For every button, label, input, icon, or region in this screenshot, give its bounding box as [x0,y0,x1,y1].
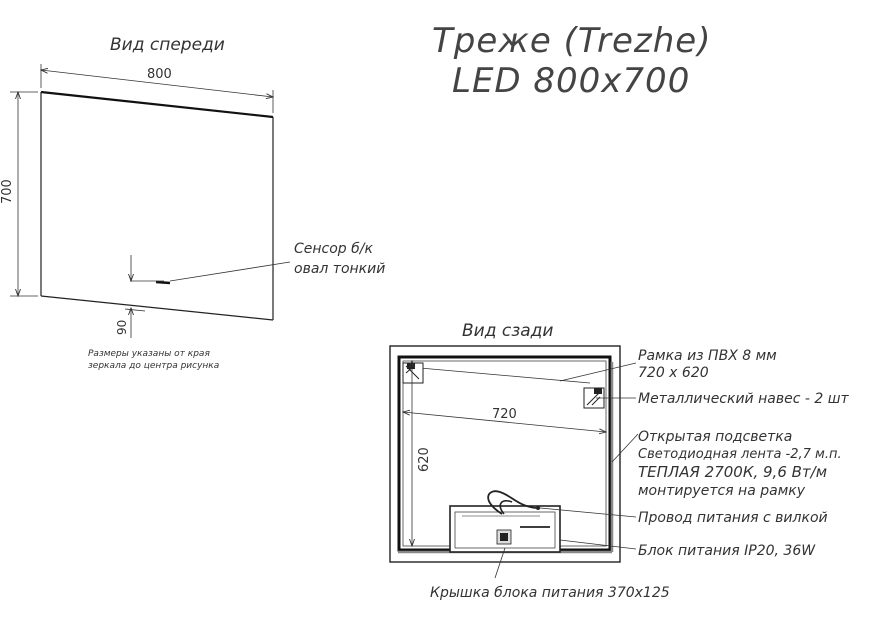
front-mirror [40,90,274,321]
front-width-value: 800 [147,67,172,82]
sensor-label-line-2: овал тонкий [294,261,385,277]
front-width-dimension: 800 [41,64,273,113]
back-width-value: 720 [492,407,517,422]
power-cable [487,490,540,515]
sensor-offset-dimension: 90 [115,255,146,338]
callout-light-line-2: Светодиодная лента -2,7 м.п. [638,447,842,462]
sensor-marker [130,261,291,285]
hanger-left [402,362,424,384]
back-view-label: Вид сзади [462,321,553,341]
callout-leaders [494,362,639,579]
sensor-label-line-1: Сенсор б/к [294,241,373,257]
callout-hanger: Металлический навес - 2 шт [638,391,850,407]
back-width-dimension: 720 [403,407,606,432]
front-note-line-1: Размеры указаны от края [88,349,210,359]
callout-cover: Крышка блока питания 370x125 [430,585,670,601]
title-line-2: LED 800x700 [452,61,690,101]
callout-frame-line-1: Рамка из ПВХ 8 мм [638,348,777,364]
callout-psu: Блок питания IP20, 36W [638,543,816,559]
sensor-offset-value: 90 [115,320,129,335]
back-height-dimension: 620 [412,361,432,546]
callout-light-line-4: монтируется на рамку [638,483,806,499]
callout-frame-line-2: 720 x 620 [638,365,709,381]
title-line-1: Треже (Trezhe) [432,21,712,61]
callout-light-line-3: ТЕПЛАЯ 2700К, 9,6 Вт/м [638,463,827,481]
callout-cable: Провод питания с вилкой [638,510,828,526]
psu-cover [449,505,561,553]
front-height-value: 700 [0,179,15,204]
front-height-dimension: 700 [0,92,38,296]
back-height-value: 620 [417,447,432,472]
front-view-label: Вид спереди [110,35,225,55]
front-note-line-2: зеркала до центра рисунка [88,361,219,371]
callout-light-line-1: Открытая подсветка [638,429,792,445]
